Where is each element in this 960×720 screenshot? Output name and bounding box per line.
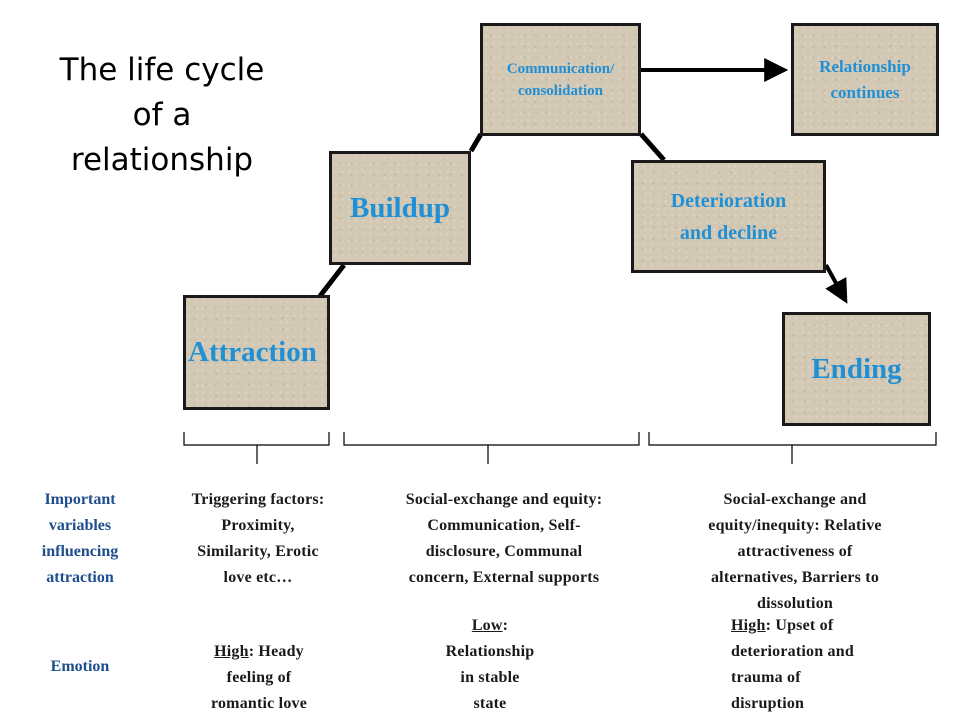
variables-decline-line-4: alternatives, Barriers to	[710, 569, 880, 586]
stage-attraction-label: Attraction	[188, 336, 317, 368]
variables-stable-line-1: Social-exchange and equity:	[405, 491, 603, 508]
emotion-attraction-phase: High: Heady feeling of romantic love	[170, 639, 348, 717]
emotion-decline-line-4: disruption	[731, 695, 805, 712]
variables-decline-phase: Social-exchange and equity/inequity: Rel…	[662, 487, 928, 617]
variables-attraction-line-1: Triggering factors:	[191, 491, 325, 508]
emotion-decline-line-1-rest: : Upset of	[765, 617, 834, 634]
emotion-attraction-line-1: High: Heady	[170, 639, 348, 665]
title-line-1: The life cycle	[59, 52, 265, 88]
emotion-attraction-line-3: romantic love	[210, 695, 308, 712]
row-label-important-line-3: influencing	[41, 543, 119, 560]
row-label-important-line-4: attraction	[46, 569, 114, 586]
stage-relationship-line-2: continues	[830, 82, 900, 102]
emotion-stable-line-2: Relationship	[445, 643, 535, 660]
stage-deterioration-line-1: Deterioration	[670, 189, 787, 212]
bracket-stable-phase	[343, 432, 640, 464]
emotion-stable-level: Low	[471, 617, 503, 634]
emotion-attraction-line-1-rest: : Heady	[248, 643, 304, 660]
stage-communication: Communication/ consolidation	[480, 23, 641, 136]
emotion-stable-line-4: state	[473, 695, 507, 712]
emotion-stable-phase: Low: Relationship in stable state	[430, 613, 550, 717]
row-label-important-variables: Important variables influencing attracti…	[18, 487, 142, 591]
row-label-emotion: Emotion	[50, 658, 110, 675]
arrow-deterioration-to-ending	[824, 264, 848, 304]
variables-decline-line-5: dissolution	[756, 595, 833, 612]
stage-buildup-label: Buildup	[350, 191, 450, 224]
stage-attraction: Attraction	[183, 295, 330, 410]
stage-relationship-continues: Relationship continues	[791, 23, 939, 136]
title-line-3: relationship	[70, 142, 254, 178]
stage-ending: Ending	[782, 312, 931, 426]
emotion-stable-line-3: in stable	[460, 669, 520, 686]
emotion-decline-line-1: High: Upset of	[731, 613, 931, 639]
stage-communication-line-1: Communication/	[506, 60, 615, 77]
stage-deterioration-line-2: and decline	[679, 221, 778, 244]
variables-stable-line-3: disclosure, Communal	[425, 543, 583, 560]
stage-deterioration: Deterioration and decline	[631, 160, 826, 273]
connector-communication-deterioration	[639, 132, 666, 162]
emotion-decline-level: High	[731, 617, 766, 634]
variables-decline-line-3: attractiveness of	[737, 543, 853, 560]
variables-decline-line-1: Social-exchange and	[723, 491, 867, 508]
variables-stable-phase: Social-exchange and equity: Communicatio…	[370, 487, 638, 591]
title-line-2: of a	[132, 97, 192, 133]
emotion-attraction-level: High	[214, 643, 249, 660]
emotion-stable-line-1: Low:	[430, 613, 550, 639]
connector-buildup-communication	[468, 132, 484, 153]
emotion-decline-phase: High: Upset of deterioration and trauma …	[731, 613, 931, 717]
variables-stable-line-2: Communication, Self-	[427, 517, 581, 534]
emotion-decline-line-3: trauma of	[731, 669, 801, 686]
variables-decline-line-2: equity/inequity: Relative	[708, 517, 882, 534]
connector-attraction-buildup	[318, 263, 346, 298]
row-label-important-line-2: variables	[48, 517, 112, 534]
variables-stable-line-4: concern, External supports	[408, 569, 600, 586]
variables-attraction-line-2: Proximity,	[221, 517, 295, 534]
bracket-decline-phase	[648, 432, 937, 464]
stage-communication-line-2: consolidation	[517, 82, 603, 99]
emotion-decline-line-2: deterioration and	[731, 643, 854, 660]
bracket-attraction-phase	[183, 432, 330, 464]
diagram-title: The life cycle of a relationship	[38, 48, 286, 183]
emotion-attraction-line-2: feeling of	[226, 669, 292, 686]
variables-attraction-line-4: love etc…	[223, 569, 293, 586]
row-label-important-line-1: Important	[44, 491, 116, 508]
emotion-stable-line-1-rest: :	[502, 617, 509, 634]
variables-attraction-phase: Triggering factors: Proximity, Similarit…	[160, 487, 356, 591]
stage-relationship-line-1: Relationship	[819, 56, 911, 76]
stage-buildup: Buildup	[329, 151, 471, 265]
variables-attraction-line-3: Similarity, Erotic	[197, 543, 319, 560]
stage-ending-label: Ending	[811, 352, 902, 385]
